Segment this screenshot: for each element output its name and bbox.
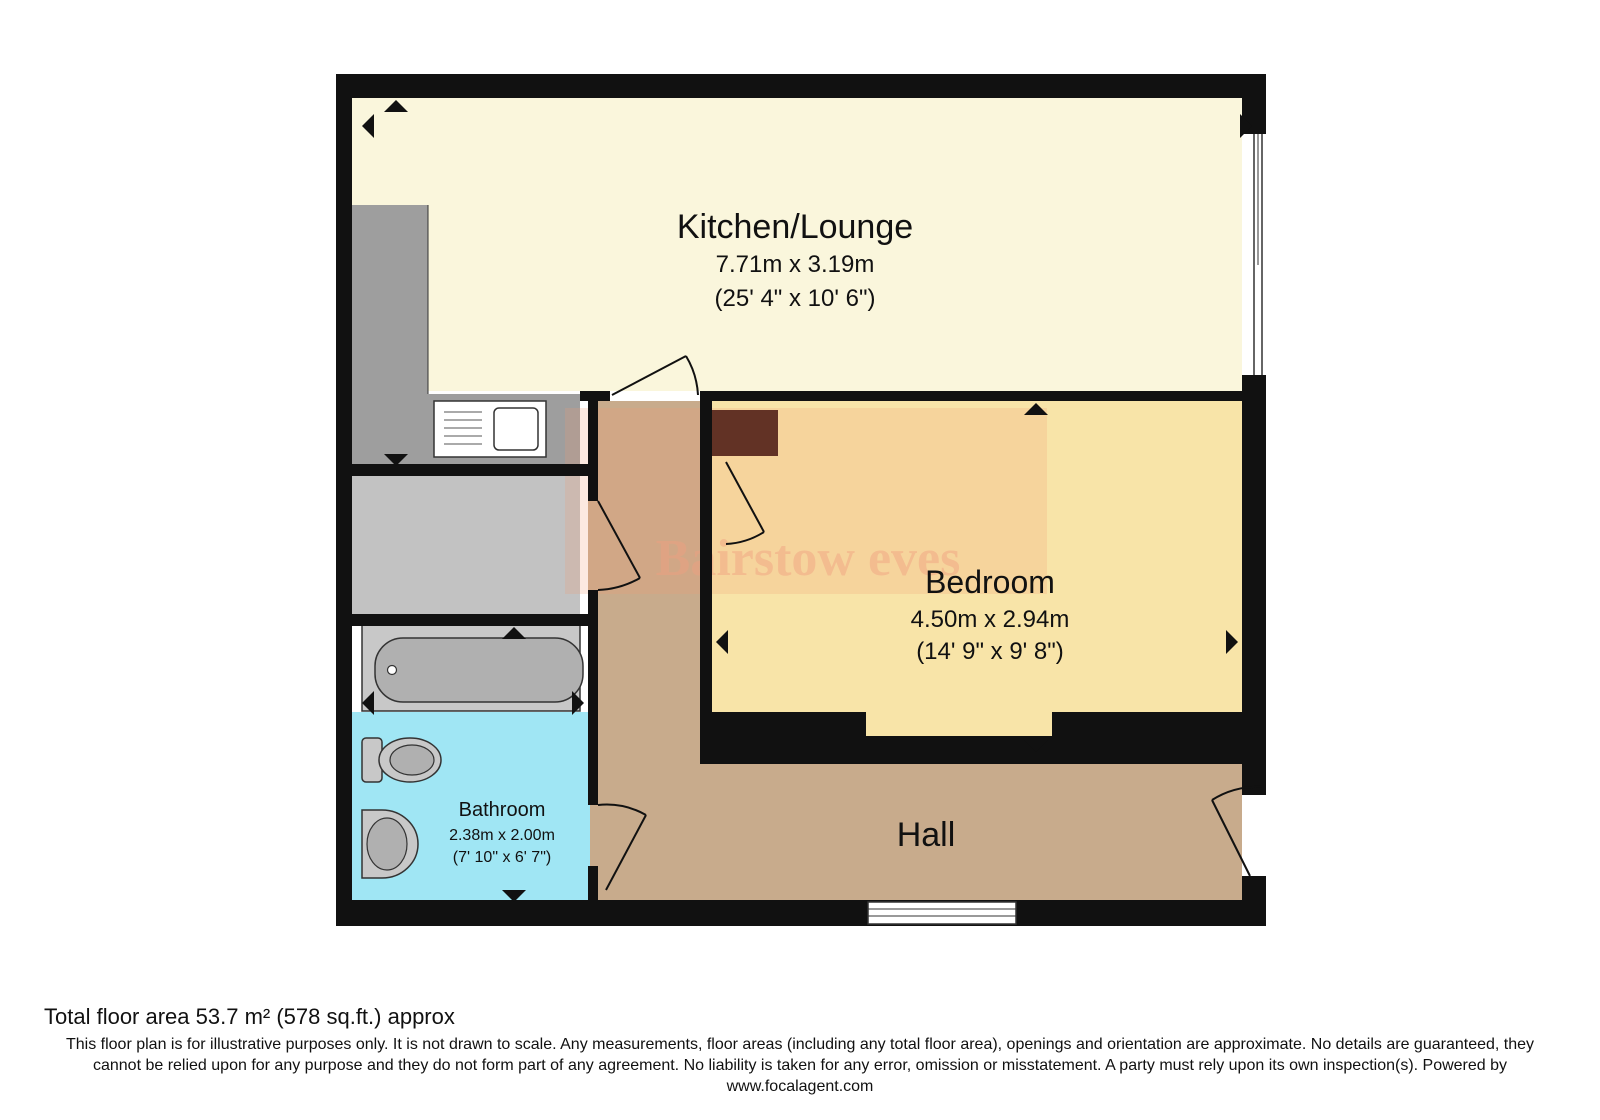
door-bathroom [597, 803, 647, 891]
hall-floor [588, 401, 1242, 900]
door-storage [597, 500, 641, 591]
total-floor-area: Total floor area 53.7 m² (578 sq.ft.) ap… [44, 1004, 455, 1029]
kitchen-worktop [352, 205, 580, 464]
bathroom-imperial: (7' 10" x 6' 7") [453, 849, 551, 866]
dimension-markers [362, 100, 1252, 902]
bedroom-name: Bedroom [925, 564, 1055, 600]
bathroom-name: Bathroom [459, 799, 546, 821]
footer: Total floor area 53.7 m² (578 sq.ft.) ap… [44, 1004, 1556, 1097]
bedroom-metric: 4.50m x 2.94m [911, 606, 1070, 633]
bath [361, 624, 584, 712]
kitchen-lounge-floor [352, 98, 1242, 391]
kitchen-lounge-metric: 7.71m x 3.19m [716, 251, 875, 278]
door-entrance [1211, 785, 1263, 877]
door-kitchen [611, 355, 699, 396]
toilet [361, 737, 442, 783]
kitchen-lounge-imperial: (25' 4" x 10' 6") [715, 285, 876, 312]
window-hall-south [867, 901, 1017, 925]
door-bedroom-cupboard [725, 461, 765, 545]
bedroom-cupboard [712, 410, 778, 456]
bedroom-bay-floor [866, 712, 1052, 736]
floor-plan: Bairstow eves [336, 74, 1266, 926]
bedroom-imperial: (14' 9" x 9' 8") [916, 638, 1064, 665]
disclaimer: This floor plan is for illustrative purp… [65, 1036, 1535, 1095]
wash-basin [361, 809, 419, 879]
watermark: Bairstow eves [565, 408, 1047, 594]
storage-cupboard [352, 476, 580, 614]
hall-name: Hall [897, 816, 956, 854]
bathroom-metric: 2.38m x 2.00m [449, 827, 555, 844]
bedroom-floor [712, 401, 1242, 712]
kitchen-sink [433, 400, 547, 458]
kitchen-lounge-name: Kitchen/Lounge [677, 208, 913, 246]
window-kitchen-east [1250, 134, 1266, 375]
walls [336, 74, 1266, 926]
